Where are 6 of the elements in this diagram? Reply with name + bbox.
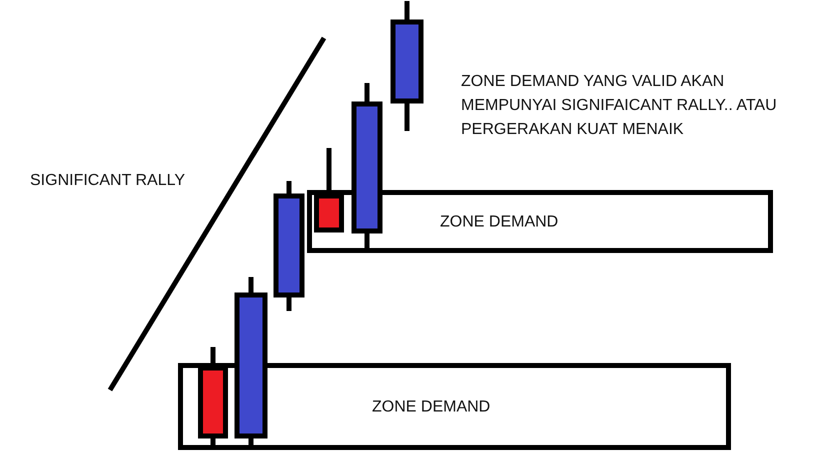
demand-zone [307,190,773,253]
annotation-text: ZONE DEMAND YANG VALID AKAN MEMPUNYAI SIGNIFAICANT RALLY.. ATAU PERGERAKAN KUAT MENAIK [461,72,778,140]
zone-label: ZONE DEMAND [372,397,490,416]
trend-label: SIGNIFICANT RALLY [30,171,185,191]
demand-zone [178,363,731,450]
zone-label: ZONE DEMAND [440,212,558,231]
